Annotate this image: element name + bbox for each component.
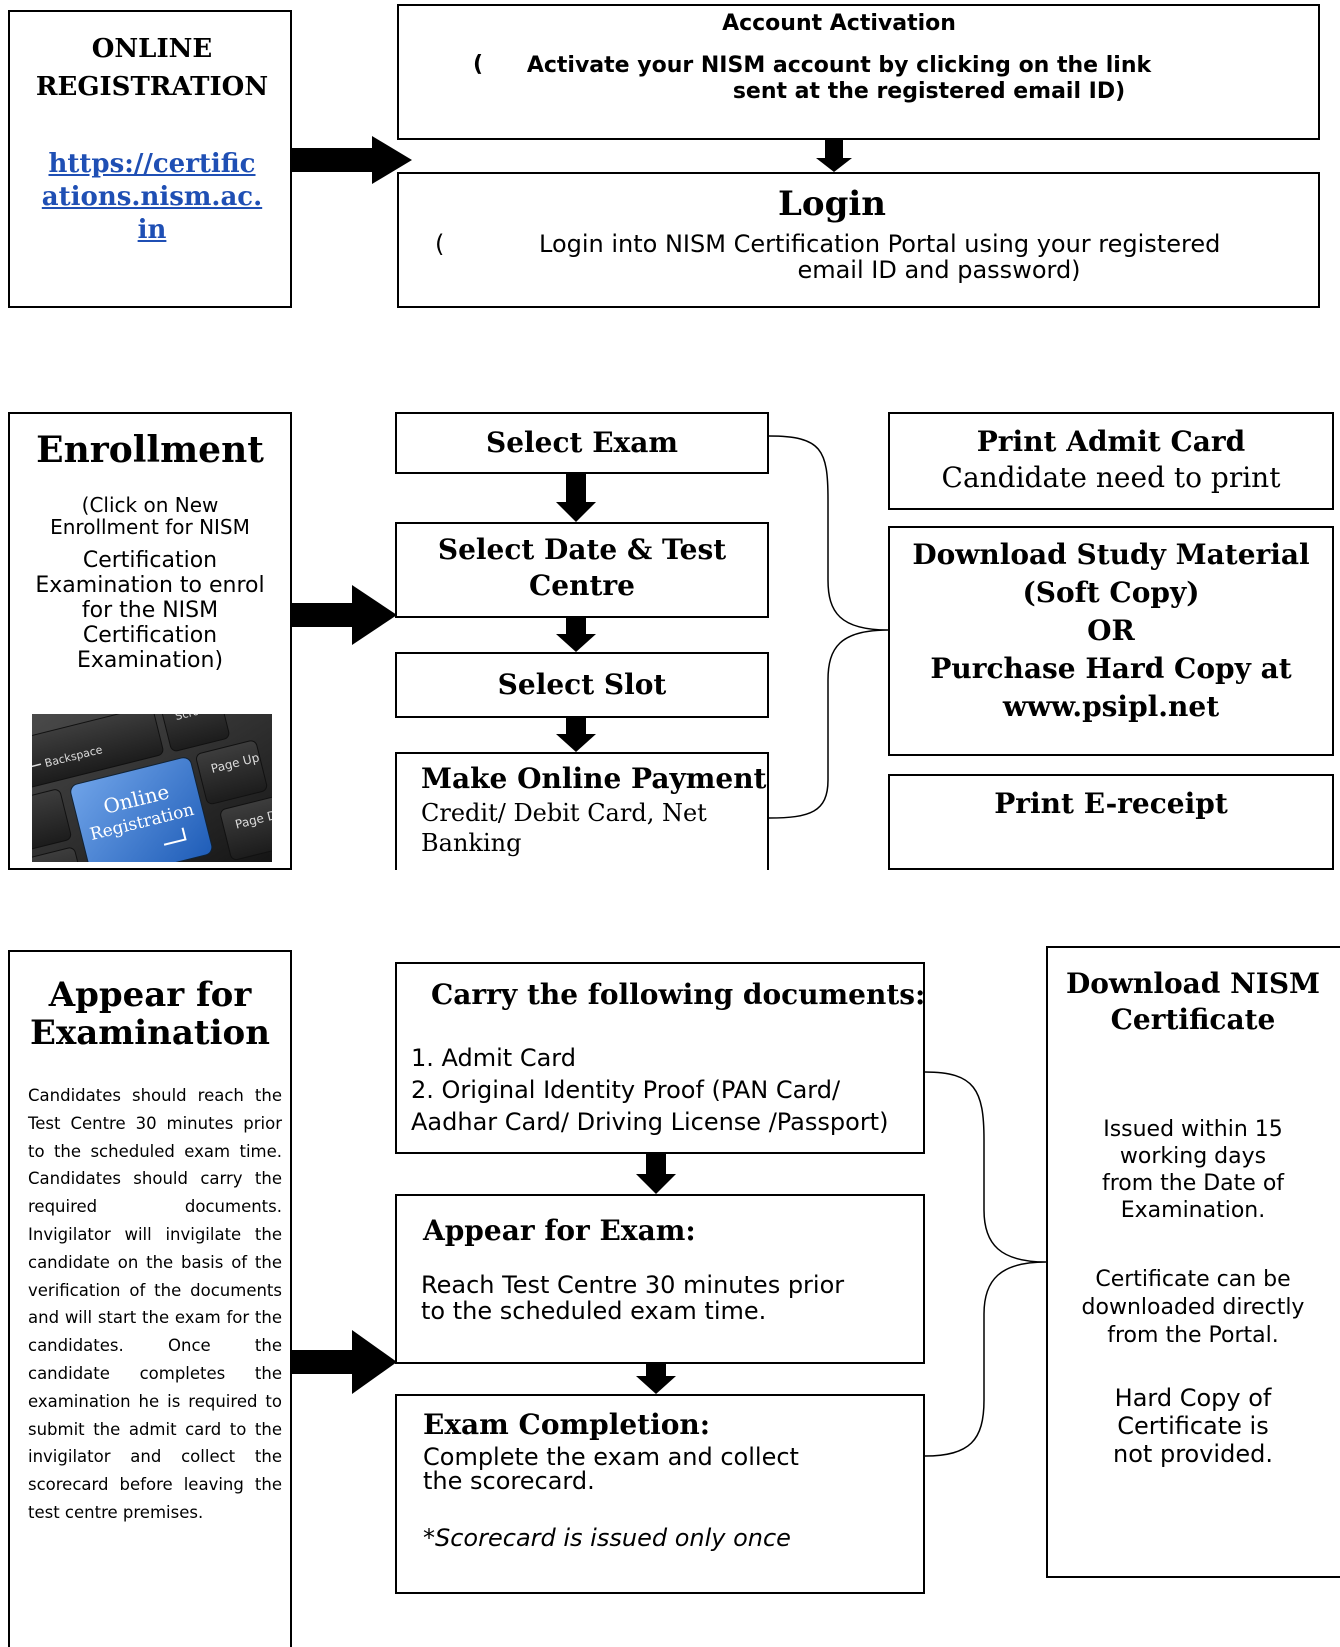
certificate-hardcopy-line: Certificate is [1117,1412,1269,1440]
online-registration-title: ONLINE REGISTRATION [35,34,269,102]
arrow-documents-to-exam [636,1154,676,1194]
arrow-slot-to-payment [556,718,596,752]
enrollment-desc-line: for the NISM [81,598,219,623]
appear-exam-line1: Reach Test Centre 30 minutes prior [421,1271,845,1299]
certificate-issued-line: working days [1119,1144,1267,1169]
certificate-hardcopy-line: not provided. [1113,1440,1273,1468]
account-activation-title: Account Activation [722,11,956,36]
step-select-date-line1: Select Date & Test [437,533,727,566]
certificate-hardcopy-line: Hard Copy of [1114,1384,1272,1412]
step-payment-line2: Banking [421,829,522,857]
brace-exam-to-certificate [924,1071,1047,1457]
print-admit-card-title: Print Admit Card [976,425,1246,458]
step-make-payment: Make Online Payment Credit/ Debit Card, … [395,752,769,870]
study-material-line: OR [1087,614,1135,647]
exam-completion-box: Exam Completion: Complete the exam and c… [395,1394,925,1594]
arrow-registration-to-activation [292,136,412,184]
certificate-download-line: downloaded directly [1081,1295,1305,1320]
certificate-download-line: from the Portal. [1107,1323,1279,1348]
login-line1: Login into NISM Certification Portal usi… [539,230,1221,258]
brace-steps-to-outcomes [768,435,889,819]
login-paren: ( [435,230,445,258]
documents-item3: Aadhar Card/ Driving License /Passport) [411,1108,889,1136]
step-select-slot-label: Select Slot [497,668,667,701]
login-box: Login ( Login into NISM Certification Po… [397,172,1320,308]
step-payment-line1: Credit/ Debit Card, Net [421,799,707,827]
appear-exam-box: Appear for Exam: Reach Test Centre 30 mi… [395,1194,925,1364]
appear-exam-line2: to the scheduled exam time. [421,1297,767,1325]
study-material-link[interactable]: www.psipl.net [1002,690,1220,723]
enrollment-title: Enrollment [36,429,264,471]
arrow-exam-to-date [556,474,596,522]
print-e-receipt-label: Print E-receipt [994,787,1228,820]
enrollment-desc-line: Certification [82,623,218,648]
account-activation-box: Account Activation ( Activate your NISM … [397,4,1320,140]
documents-box: Carry the following documents: 1. Admit … [395,962,925,1154]
account-activation-line1: Activate your NISM account by clicking o… [526,53,1152,78]
online-registration-keyboard-image: Backspace Scroll Page Up Page Down Onlin… [32,714,272,862]
print-admit-card-box: Print Admit Card Candidate need to print [888,412,1334,510]
login-line2: email ID and password) [797,256,1081,284]
certificate-issued-line: from the Date of [1101,1171,1285,1196]
exam-completion-note: *Scorecard is issued only once [423,1524,791,1552]
certificate-title-line1: Download NISM [1065,967,1321,1000]
certificate-issued-line: Examination. [1120,1198,1266,1223]
enrollment-desc-line: Enrollment for NISM [50,515,250,539]
arrow-enrollment-to-steps [292,585,397,645]
documents-item2: 2. Original Identity Proof (PAN Card/ [411,1076,841,1104]
exam-completion-line2: the scorecard. [423,1467,595,1495]
registration-link-line3[interactable]: in [137,215,167,245]
step-select-slot: Select Slot [395,652,769,718]
appear-examination-title-line1: Appear for [48,975,252,1015]
arrow-activation-to-login [816,140,852,172]
step-select-exam-label: Select Exam [485,426,679,459]
study-material-box: Download Study Material (Soft Copy) OR P… [888,526,1334,756]
arrow-date-to-slot [556,618,596,652]
account-activation-line2: sent at the registered email ID) [732,79,1126,104]
key-scroll-label: Scroll [174,714,206,723]
step-select-date-line2: Centre [529,569,635,602]
registration-link-line2[interactable]: ations.nism.ac. [41,182,263,212]
exam-completion-line1: Complete the exam and collect [423,1443,799,1471]
documents-title: Carry the following documents: [431,978,926,1011]
certificate-download-line: Certificate can be [1095,1267,1291,1292]
certificate-issued-line: Issued within 15 [1103,1117,1283,1142]
print-admit-card-desc: Candidate need to print [941,461,1281,494]
enrollment-desc-line: Examination to enrol [35,573,265,598]
arrow-exam-to-completion [636,1364,676,1394]
enrollment-box: Enrollment (Click on New Enrollment for … [8,412,292,870]
certificate-title-line2: Certificate [1110,1003,1276,1036]
print-e-receipt-box: Print E-receipt [888,774,1334,870]
enrollment-desc-line: Certification [82,548,218,573]
online-registration-box: ONLINE REGISTRATION https://certific ati… [8,10,292,308]
study-material-line: Download Study Material [912,538,1310,571]
step-payment-title: Make Online Payment [421,762,767,795]
appear-examination-box: Appear for Examination Candidates should… [8,950,292,1647]
step-select-exam: Select Exam [395,412,769,474]
enrollment-desc-line: Examination) [76,648,224,673]
documents-item1: 1. Admit Card [411,1044,576,1072]
exam-completion-title: Exam Completion: [423,1408,711,1441]
study-material-line: (Soft Copy) [1022,576,1200,609]
appear-examination-title-line2: Examination [30,1013,270,1053]
step-select-date: Select Date & Test Centre [395,522,769,618]
appear-exam-title: Appear for Exam: [423,1214,696,1247]
enrollment-desc-line: (Click on New [81,493,219,517]
download-certificate-box: Download NISM Certificate Issued within … [1046,946,1340,1578]
registration-link-line1[interactable]: https://certific [48,149,256,179]
arrow-appear-to-exam [292,1330,397,1394]
appear-examination-desc: Candidates should reach the Test Centre … [28,1086,282,1522]
study-material-line: Purchase Hard Copy at [930,652,1292,685]
account-activation-paren: ( [473,52,484,77]
login-title: Login [778,184,886,224]
